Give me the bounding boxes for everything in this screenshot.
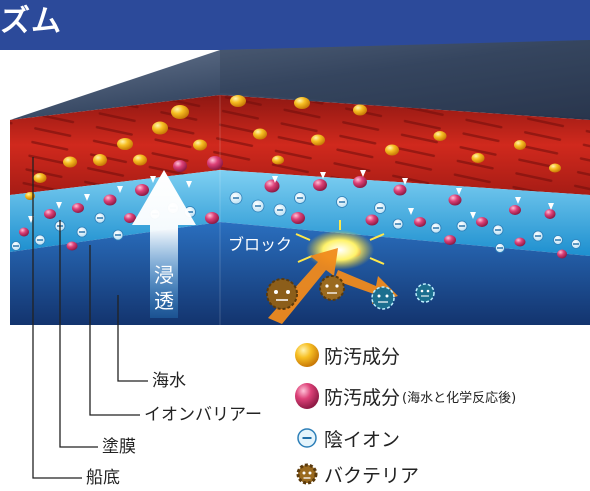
bacteria-icon bbox=[290, 459, 324, 489]
permeation-arrow bbox=[132, 170, 196, 318]
orange-ball-icon bbox=[290, 340, 324, 370]
leader-seawater bbox=[117, 295, 148, 382]
bacteria-3 bbox=[371, 286, 395, 310]
legend-antifouling-pink-note: (海水と化学反応後) bbox=[402, 390, 517, 406]
pink-ball-icon bbox=[290, 381, 324, 411]
legend-bacteria: バクテリア bbox=[290, 459, 419, 489]
legend-antifouling-orange-text: 防汚成分 bbox=[324, 345, 401, 368]
permeation-label-1: 浸 bbox=[154, 263, 174, 287]
header-banner: ズム bbox=[0, 0, 590, 50]
header-title: ズム bbox=[0, 4, 62, 39]
label-coating: 塗膜 bbox=[102, 437, 136, 457]
leader-coating bbox=[59, 220, 98, 448]
bacteria-4 bbox=[415, 283, 435, 303]
block-flash bbox=[306, 230, 374, 270]
legend-antifouling-orange: 防汚成分 bbox=[290, 340, 400, 370]
bacteria-1 bbox=[266, 278, 298, 310]
block-label: ブロック bbox=[228, 235, 292, 254]
anion-icon bbox=[290, 423, 324, 453]
block-flash-spikes bbox=[295, 220, 385, 265]
legend-anion-text: 陰イオン bbox=[324, 428, 401, 451]
label-hull: 船底 bbox=[86, 468, 120, 488]
bacteria-2 bbox=[319, 275, 345, 301]
legend-bacteria-text: バクテリア bbox=[324, 464, 420, 487]
permeation-label-2: 透 bbox=[154, 289, 174, 313]
legend-anion: 陰イオン bbox=[290, 423, 400, 453]
legend-antifouling-pink-text: 防汚成分 bbox=[324, 386, 401, 409]
legend-antifouling-pink: 防汚成分 (海水と化学反応後) bbox=[290, 381, 516, 411]
leader-ion-barrier bbox=[89, 245, 140, 416]
pink-balls bbox=[19, 156, 567, 259]
sea-top-face bbox=[10, 40, 590, 120]
orange-balls bbox=[25, 95, 561, 200]
label-ion-barrier: イオンバリアー bbox=[144, 405, 262, 425]
label-seawater: 海水 bbox=[152, 371, 186, 391]
leader-lines bbox=[32, 157, 148, 479]
leach-arrows bbox=[28, 170, 554, 223]
leader-hull bbox=[32, 157, 82, 479]
